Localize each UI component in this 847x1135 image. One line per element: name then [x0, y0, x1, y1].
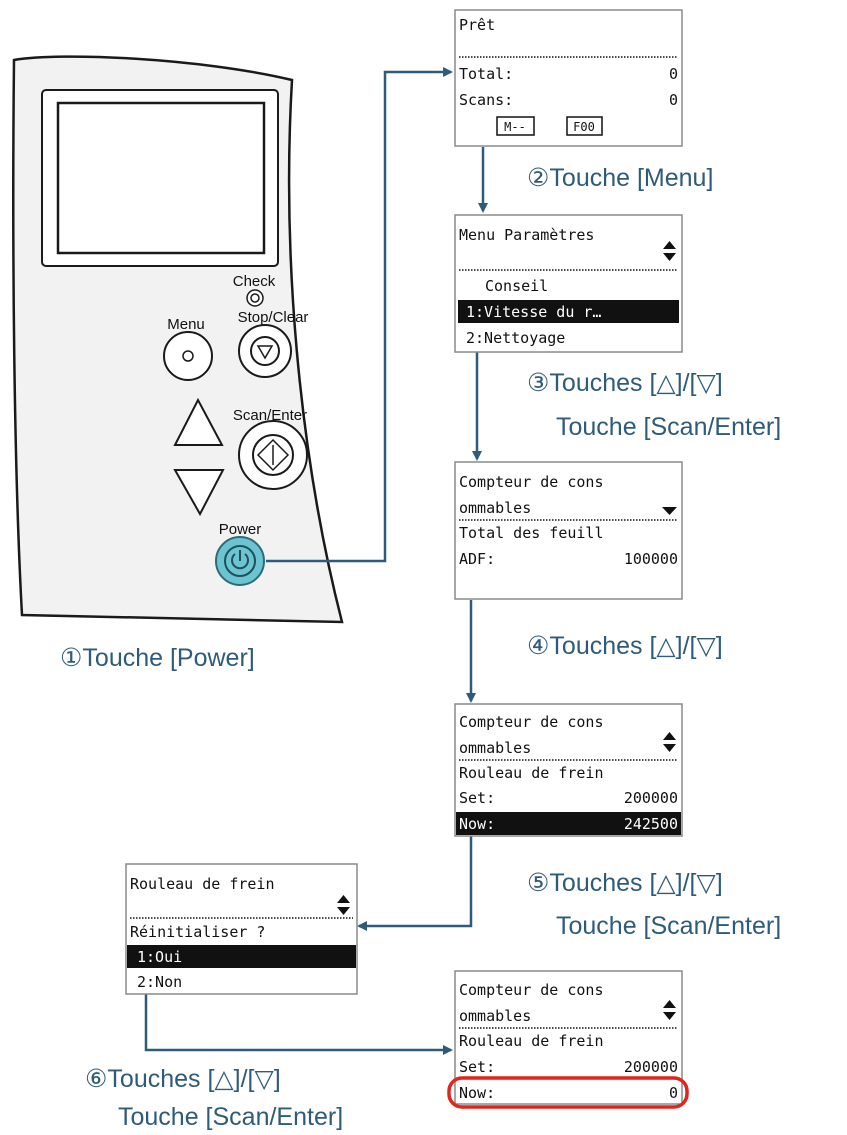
adf-title-line1: Compteur de cons [459, 473, 604, 491]
menu-screen-title: Menu Paramètres [459, 226, 594, 244]
result-now-label: Now: [459, 1084, 495, 1102]
scroll-updown-icon [337, 895, 350, 915]
screen-consumables-adf: Compteur de cons ommables Total des feui… [454, 461, 683, 600]
menu-button[interactable] [163, 331, 213, 381]
operator-panel: Check Menu Stop/Clear Scan/Enter [12, 55, 344, 624]
brake-title-line1: Compteur de cons [459, 713, 604, 731]
step-4-label: ④Touches [△]/[▽] [527, 632, 723, 660]
ready-total-label: Total: [459, 65, 513, 83]
screen-settings-menu: Menu Paramètres Conseil 1:Vitesse du r… … [454, 214, 683, 353]
ready-total-value: 0 [669, 65, 678, 83]
step-6-label-line2: Touche [Scan/Enter] [118, 1103, 343, 1131]
menu-item-2: 2:Nettoyage [466, 329, 565, 347]
ready-mode-badge: M-- [504, 120, 526, 134]
stop-clear-label: Stop/Clear [238, 309, 309, 326]
brake-line1: Rouleau de frein [459, 764, 604, 782]
menu-label: Menu [167, 316, 205, 333]
scroll-updown-icon [663, 1000, 676, 1020]
check-indicator-icon [246, 289, 264, 307]
ready-title: Prêt [459, 16, 495, 34]
down-button[interactable] [173, 469, 225, 517]
ready-scans-label: Scans: [459, 91, 513, 109]
up-button[interactable] [173, 397, 224, 446]
lcd-window-inner [56, 101, 266, 255]
power-button[interactable] [215, 536, 265, 586]
brake-now-value: 242500 [624, 815, 678, 833]
screen-ready: Prêt Total: 0 Scans: 0 M-- F00 [454, 9, 683, 147]
step-1-label: ①Touche [Power] [60, 644, 255, 672]
down-arrow-icon [173, 469, 225, 517]
scroll-updown-icon [663, 732, 676, 752]
brake-now-label: Now: [459, 815, 495, 833]
brake-set-label: Set: [459, 789, 495, 807]
result-set-label: Set: [459, 1058, 495, 1076]
scan-enter-button[interactable] [238, 420, 308, 490]
screen-consumables-brake: Compteur de cons ommables Rouleau de fre… [454, 703, 683, 837]
menu-item-1-selected: 1:Vitesse du r… [466, 303, 601, 321]
adf-line1: Total des feuill [459, 524, 604, 542]
result-title-line2: ommables [459, 1007, 531, 1025]
scroll-down-icon [662, 507, 677, 515]
adf-title-line2: ommables [459, 499, 531, 517]
result-title-line1: Compteur de cons [459, 981, 604, 999]
step-2-label: ②Touche [Menu] [527, 164, 713, 192]
arrow-power-to-ready [266, 67, 453, 563]
ready-scans-value: 0 [669, 91, 678, 109]
power-icon [231, 550, 249, 570]
screen-consumables-reset: Compteur de cons ommables Rouleau de fre… [447, 970, 689, 1109]
menu-dot-icon [182, 350, 194, 362]
reset-question: Réinitialiser ? [130, 923, 265, 941]
reset-title: Rouleau de frein [130, 875, 275, 893]
scroll-updown-icon [663, 241, 676, 261]
step-5-label-line1: ⑤Touches [△]/[▽] [527, 869, 723, 897]
result-set-value: 200000 [624, 1058, 678, 1076]
result-line1: Rouleau de frein [459, 1032, 604, 1050]
brake-title-line2: ommables [459, 739, 531, 757]
power-label: Power [219, 521, 262, 538]
adf-label: ADF: [459, 550, 495, 568]
stop-clear-button[interactable] [238, 324, 292, 378]
now-highlight-ring [447, 1076, 689, 1109]
reset-option-yes: 1:Oui [137, 948, 182, 966]
flow-arrows [144, 67, 488, 1055]
brake-set-value: 200000 [624, 789, 678, 807]
arrow-reset-to-result [144, 994, 453, 1055]
arrow-brake-to-reset [357, 836, 473, 931]
screen-reset-prompt: Rouleau de frein Réinitialiser ? 1:Oui 2… [125, 863, 358, 995]
result-now-value: 0 [669, 1084, 678, 1102]
check-label: Check [233, 273, 276, 290]
stop-triangle-icon [256, 345, 274, 360]
step-6-label-line1: ⑥Touches [△]/[▽] [85, 1065, 281, 1093]
up-arrow-icon [173, 397, 224, 446]
reset-option-no: 2:Non [137, 973, 182, 991]
menu-item-tip: Conseil [485, 277, 548, 295]
step-3-label-line1: ③Touches [△]/[▽] [527, 369, 723, 397]
step-5-label-line2: Touche [Scan/Enter] [556, 912, 781, 940]
step-3-label-line2: Touche [Scan/Enter] [556, 413, 781, 441]
ready-function-badge: F00 [573, 120, 595, 134]
scan-enter-label: Scan/Enter [233, 407, 307, 424]
adf-value: 100000 [624, 550, 678, 568]
